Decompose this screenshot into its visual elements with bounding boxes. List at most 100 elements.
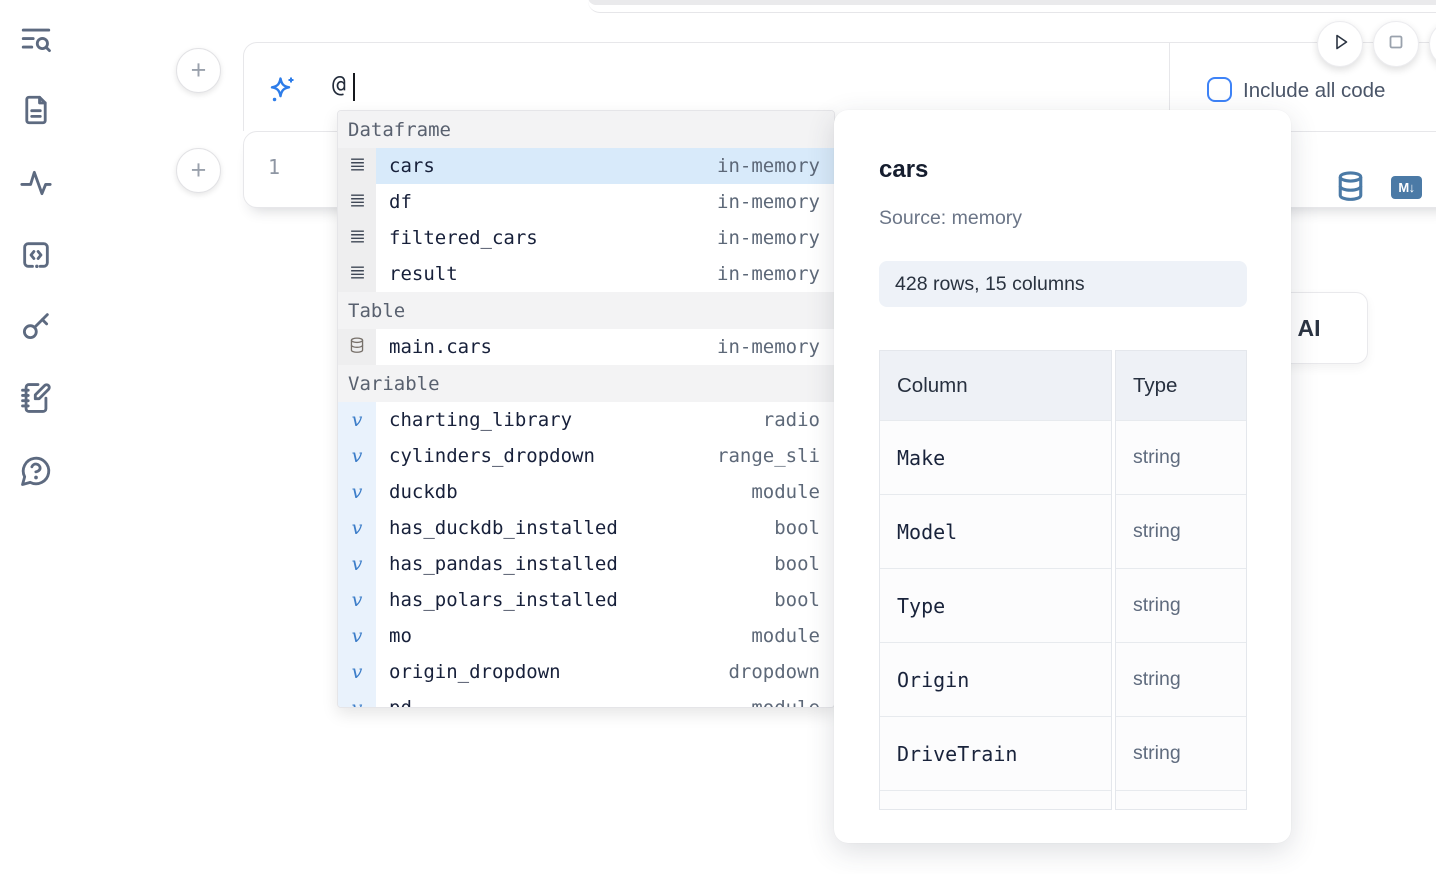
autocomplete-item-pd[interactable]: v pd module (338, 690, 834, 708)
item-name: origin_dropdown (389, 661, 561, 683)
item-type: dropdown (728, 661, 820, 683)
autocomplete-item-has_duckdb_installed[interactable]: v has_duckdb_installed bool (338, 510, 834, 546)
sidebar-item-activity[interactable] (18, 167, 54, 203)
line-number: 1 (268, 155, 281, 179)
snippets-icon (19, 238, 53, 277)
autocomplete-item-cars[interactable]: cars in-memory (338, 148, 834, 184)
ai-prompt-input[interactable]: @ (332, 72, 346, 98)
scratchpad-icon (19, 381, 53, 420)
item-type: range_sli (717, 445, 820, 467)
variable-icon: v (351, 661, 363, 683)
item-name: result (389, 263, 458, 285)
markdown-toggle-button[interactable]: M↓ (1391, 176, 1422, 199)
schema-cell: DriveTrain (880, 716, 1111, 790)
help-icon (19, 454, 53, 493)
item-name: has_duckdb_installed (389, 517, 618, 539)
schema-cell: string (1116, 420, 1246, 494)
sidebar-item-help[interactable] (18, 455, 54, 491)
variable-icon: v (351, 589, 363, 611)
datasource-button[interactable] (1336, 171, 1365, 207)
include-all-code-label: Include all code (1243, 79, 1386, 102)
text-caret (353, 73, 355, 101)
schema-cell-clipped (1116, 790, 1246, 810)
item-name: cars (389, 155, 435, 177)
autocomplete-item-filtered_cars[interactable]: filtered_cars in-memory (338, 220, 834, 256)
item-type: in-memory (717, 336, 820, 358)
text-search-icon (19, 23, 53, 62)
item-type: in-memory (717, 227, 820, 249)
item-name: cylinders_dropdown (389, 445, 595, 467)
cell-divider (1169, 43, 1170, 131)
item-name: filtered_cars (389, 227, 538, 249)
schema-cell: string (1116, 494, 1246, 568)
sidebar-item-snippets[interactable] (18, 239, 54, 275)
dataframe-icon (349, 264, 366, 285)
add-cell-above-button[interactable]: + (176, 48, 221, 93)
stop-button[interactable] (1373, 21, 1419, 67)
variable-icon: v (351, 625, 363, 647)
item-name: main.cars (389, 336, 492, 358)
play-icon (1328, 30, 1352, 59)
autocomplete-section-header: Dataframe (338, 111, 834, 148)
schema-cell-clipped (880, 790, 1111, 810)
table-database-icon (349, 336, 365, 358)
sidebar-item-search[interactable] (18, 24, 54, 60)
item-type: in-memory (717, 263, 820, 285)
activity-icon (19, 166, 53, 205)
item-type: in-memory (717, 155, 820, 177)
autocomplete-item-cylinders_dropdown[interactable]: v cylinders_dropdown range_sli (338, 438, 834, 474)
autocomplete-item-origin_dropdown[interactable]: v origin_dropdown dropdown (338, 654, 834, 690)
preview-source: Source: memory (879, 207, 1023, 229)
item-name: has_polars_installed (389, 589, 618, 611)
variable-icon: v (351, 481, 363, 503)
item-name: has_pandas_installed (389, 553, 618, 575)
previous-cell-border (588, 0, 1436, 13)
key-icon (19, 309, 53, 348)
sidebar-item-files[interactable] (18, 94, 54, 130)
dataframe-icon (349, 192, 366, 213)
dataframe-preview-panel: cars Source: memory 428 rows, 15 columns… (834, 110, 1291, 843)
item-type: bool (774, 553, 820, 575)
item-type: module (751, 481, 820, 503)
schema-cell: string (1116, 642, 1246, 716)
schema-cell: Make (880, 420, 1111, 494)
schema-cell: string (1116, 716, 1246, 790)
variable-icon: v (351, 697, 363, 708)
schema-cell: Origin (880, 642, 1111, 716)
sidebar-item-secrets[interactable] (18, 310, 54, 346)
item-name: df (389, 191, 412, 213)
item-type: bool (774, 589, 820, 611)
variable-icon: v (351, 445, 363, 467)
include-all-code-checkbox[interactable] (1207, 77, 1232, 102)
item-name: charting_library (389, 409, 573, 431)
item-type: module (751, 625, 820, 647)
sidebar-item-scratchpad[interactable] (18, 382, 54, 418)
add-cell-below-button[interactable]: + (176, 148, 221, 193)
item-name: pd (389, 697, 412, 708)
dataframe-icon (349, 156, 366, 177)
previous-cell-edge (588, 0, 1436, 5)
autocomplete-section-header: Variable (338, 365, 834, 402)
dataframe-icon (349, 228, 366, 249)
variable-icon: v (351, 409, 363, 431)
autocomplete-item-has_polars_installed[interactable]: v has_polars_installed bool (338, 582, 834, 618)
item-type: bool (774, 517, 820, 539)
variable-icon: v (351, 517, 363, 539)
item-type: module (751, 697, 820, 708)
schema-header: Type (1116, 351, 1246, 420)
autocomplete-item-df[interactable]: df in-memory (338, 184, 834, 220)
autocomplete-item-main.cars[interactable]: main.cars in-memory (338, 329, 834, 365)
database-icon (1336, 171, 1365, 206)
ai-card-label: l AI (1285, 314, 1321, 341)
autocomplete-item-result[interactable]: result in-memory (338, 256, 834, 292)
run-cell-button[interactable] (1317, 21, 1363, 67)
item-type: in-memory (717, 191, 820, 213)
